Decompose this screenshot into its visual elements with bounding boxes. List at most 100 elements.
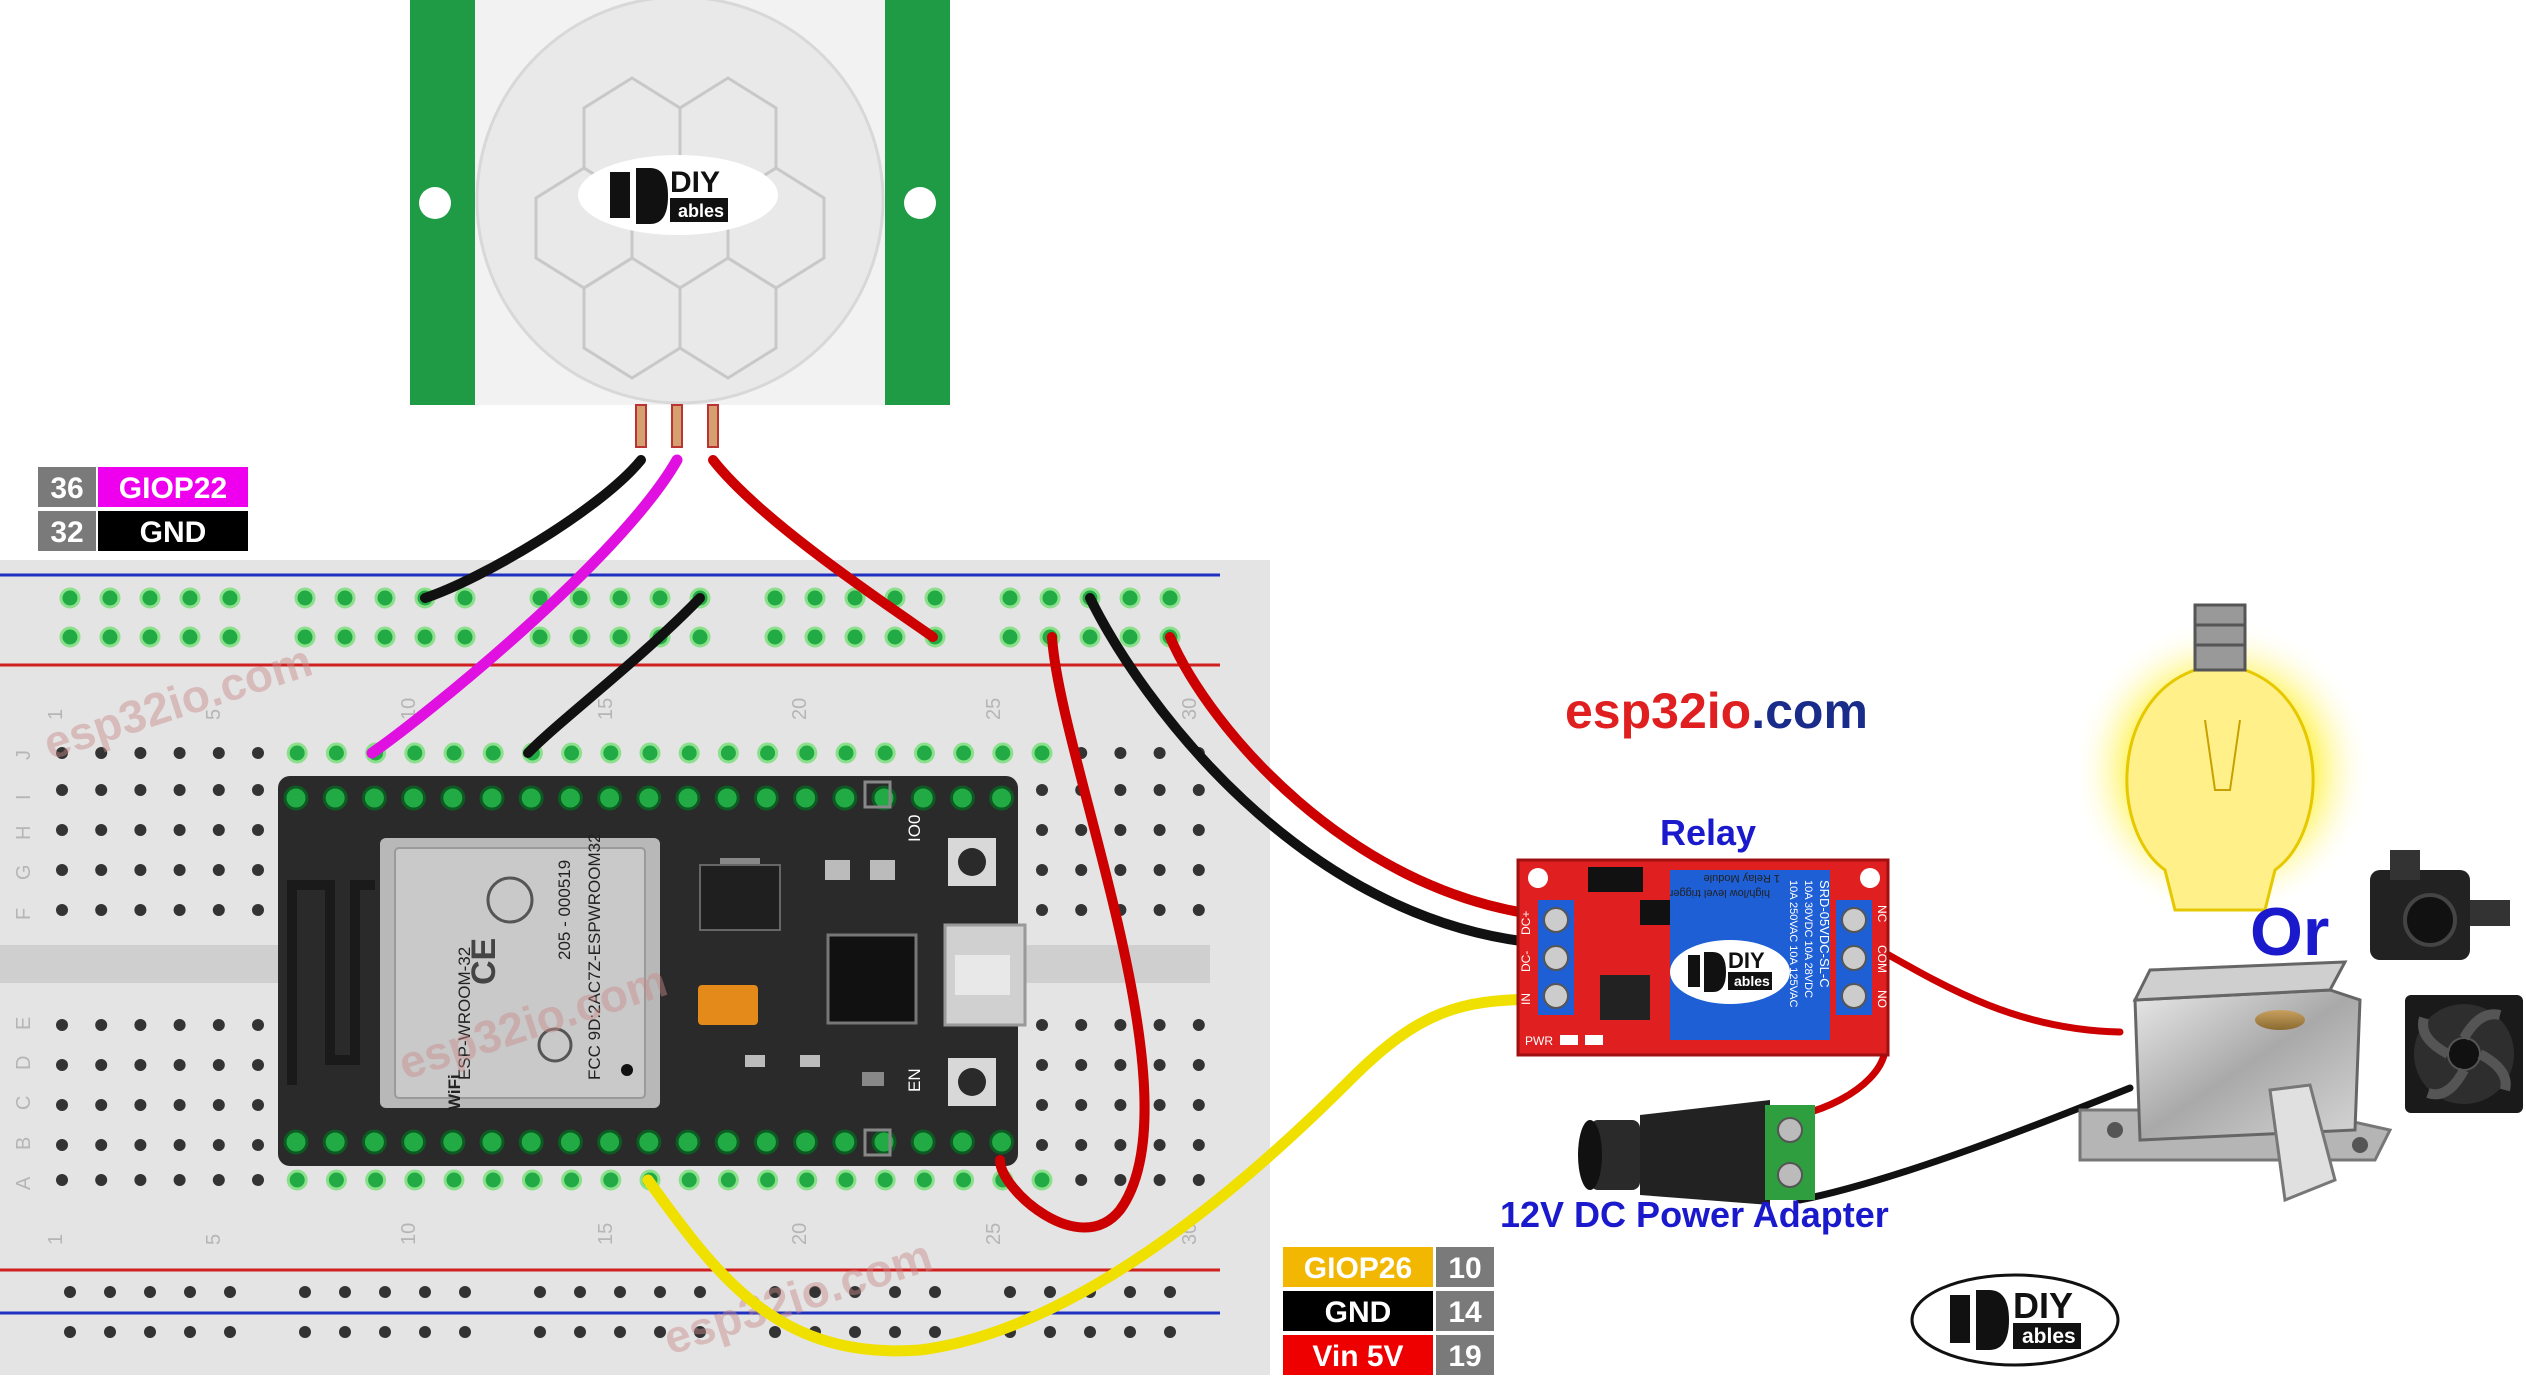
- breadboard-hole: [459, 1326, 471, 1338]
- breadboard-hole: [835, 1169, 857, 1191]
- breadboard-hole: [1036, 1019, 1048, 1031]
- esp32-header-pin: [597, 1129, 623, 1155]
- relay-logo-ables: ables: [1734, 973, 1770, 989]
- module-cert-text: 205 - 000519: [555, 860, 574, 960]
- breadboard-hole: [64, 1326, 76, 1338]
- pin-color-vin: [1283, 1335, 1433, 1375]
- pir-diyables-logo: DIY ables: [610, 166, 728, 224]
- breadboard-hole: [134, 864, 147, 876]
- relay-optocoupler: [1640, 900, 1670, 925]
- breadboard-hole: [459, 1286, 471, 1298]
- breadboard-hole: [764, 587, 786, 609]
- breadboard-hole: [1119, 626, 1141, 648]
- breadboard-hole: [1153, 904, 1166, 916]
- breadboard-hole: [454, 626, 476, 648]
- breadboard-hole: [134, 1019, 147, 1031]
- breadboard-hole: [600, 742, 622, 764]
- breadboard-hole: [1153, 1019, 1166, 1031]
- breadboard-hole: [1114, 1019, 1127, 1031]
- breadboard-hole: [294, 587, 316, 609]
- breadboard-hole: [717, 742, 739, 764]
- breadboard-hole: [1153, 784, 1166, 796]
- relay-model-text: SRD-05VDC-SL-C: [1817, 880, 1832, 988]
- breadboard-hole: [1031, 742, 1053, 764]
- breadboard-hole: [609, 587, 631, 609]
- pin-number-19: 19: [1448, 1340, 1481, 1373]
- breadboard-hole: [1192, 784, 1205, 796]
- ce-mark-icon: CE: [465, 938, 503, 985]
- breadboard-hole: [95, 784, 108, 796]
- breadboard-hole: [212, 1174, 225, 1186]
- wire-adapter-to-lock: [1796, 1084, 2134, 1204]
- breadboard-hole: [144, 1286, 156, 1298]
- breadboard-hole: [574, 1326, 586, 1338]
- pin-name-giop22: GIOP22: [119, 472, 227, 505]
- breadboard-hole: [694, 1286, 706, 1298]
- breadboard-hole: [252, 1099, 264, 1111]
- esp32-header-pin: [871, 1129, 897, 1155]
- breadboard-hole: [717, 1169, 739, 1191]
- pin-number-36: 36: [50, 472, 83, 505]
- power-adapter-label: 12V DC Power Adapter: [1500, 1194, 1889, 1235]
- pir-mount-hole-right: [904, 187, 936, 219]
- breadboard-hole: [173, 1019, 186, 1031]
- breadboard-hole: [95, 904, 108, 916]
- breadboard-hole: [614, 1286, 626, 1298]
- breadboard-hole: [1036, 1099, 1048, 1111]
- dc-jack-barrel: [1590, 1120, 1640, 1190]
- breadboard-hole: [889, 1286, 901, 1298]
- relay-logo-mark: [1688, 952, 1726, 992]
- tantalum-capacitor: [698, 985, 758, 1025]
- breadboard-hole: [1192, 824, 1205, 836]
- breadboard-hole: [769, 1326, 781, 1338]
- esp32-header-pin: [401, 1129, 427, 1155]
- breadboard-hole: [1075, 1019, 1088, 1031]
- breadboard-hole: [219, 587, 241, 609]
- breadboard-hole: [1036, 1139, 1048, 1151]
- breadboard-hole: [212, 1019, 225, 1031]
- pin-color-giop26: [1283, 1247, 1433, 1287]
- esp32-header-pin: [949, 1129, 975, 1155]
- breadboard-hole: [889, 1326, 901, 1338]
- breadboard-hole: [874, 1169, 896, 1191]
- breadboard-hole: [339, 1286, 351, 1298]
- breadboard-hole: [173, 1174, 186, 1186]
- svg-text:20: 20: [789, 698, 811, 720]
- esp32-header-pin: [440, 785, 466, 811]
- svg-text:D: D: [13, 1056, 35, 1070]
- breadboard-hole: [521, 1169, 543, 1191]
- bulb-base: [2193, 603, 2247, 672]
- breadboard-hole: [574, 1286, 586, 1298]
- breadboard-hole: [212, 784, 225, 796]
- relay-logo-diy: DIY: [1728, 948, 1765, 973]
- breadboard-hole: [56, 904, 68, 916]
- breadboard-hole: [134, 747, 147, 759]
- wire-pir-signal: [366, 454, 683, 759]
- breadboard-hole: [252, 864, 264, 876]
- usb-uart-chip: [826, 933, 918, 1025]
- breadboard-hole: [1075, 864, 1088, 876]
- esp32-header-pin: [910, 1129, 936, 1155]
- svg-text:DC-: DC-: [1519, 951, 1533, 972]
- breadboard-hole: [1075, 1139, 1088, 1151]
- breadboard-hole: [1084, 1326, 1096, 1338]
- breadboard-hole: [404, 742, 426, 764]
- relay-label: Relay: [1660, 812, 1756, 853]
- breadboard-hole: [1164, 1326, 1176, 1338]
- water-pump: [2370, 850, 2510, 960]
- breadboard-hole: [454, 587, 476, 609]
- svg-text:15: 15: [595, 1223, 617, 1245]
- breadboard-hole: [134, 904, 147, 916]
- svg-text:DC+: DC+: [1519, 911, 1533, 935]
- breadboard-hole: [134, 824, 147, 836]
- breadboard-hole: [56, 784, 68, 796]
- svg-text:F: F: [13, 908, 35, 920]
- module-pin1-dot: [621, 1064, 633, 1076]
- pir-motion-sensor: DIY ables: [410, 0, 950, 448]
- lock-coil: [2255, 1010, 2305, 1030]
- breadboard-hole: [1036, 904, 1048, 916]
- brand-esp32io: esp32io.com: [1565, 683, 1868, 739]
- breadboard-hole: [184, 1326, 196, 1338]
- solenoid-lock: [2078, 960, 2393, 1203]
- breadboard-hole: [173, 1139, 186, 1151]
